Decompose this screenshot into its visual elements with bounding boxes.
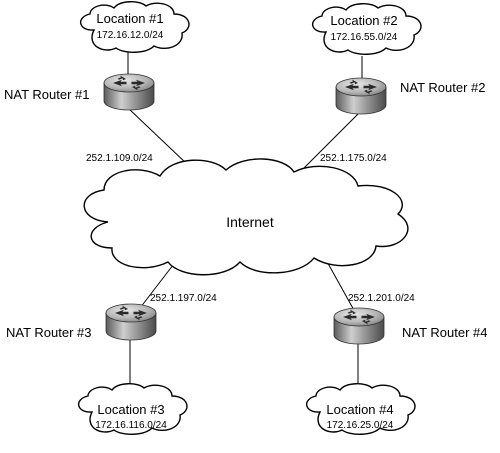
router-2-link-network: 252.1.175.0/24	[320, 153, 387, 164]
router-2-label: NAT Router #2	[400, 80, 486, 95]
location-4-cloud-shape	[306, 383, 416, 435]
router-2-icon	[335, 77, 387, 115]
router-3-icon	[105, 303, 157, 341]
location-3-cloud-shape	[78, 383, 188, 435]
location-3-subnet: 172.16.116.0/24	[95, 420, 167, 431]
internet-label: Internet	[226, 214, 274, 230]
internet-cloud-shape	[83, 158, 409, 276]
location-4-cloud: Location #4 172.16.25.0/24	[306, 383, 416, 435]
router-4-icon	[333, 307, 385, 345]
router-3-label: NAT Router #3	[6, 325, 92, 340]
location-2-cloud: Location #2 172.16.55.0/24	[312, 3, 422, 55]
location-1-subnet: 172.16.12.0/24	[97, 30, 164, 41]
location-3-cloud: Location #3 172.16.116.0/24	[78, 383, 188, 435]
router-1-icon	[103, 73, 155, 111]
location-1-cloud: Location #1 172.16.12.0/24	[80, 1, 190, 53]
router-3-link-network: 252.1.197.0/24	[150, 293, 217, 304]
internet-cloud: Internet	[83, 158, 409, 276]
link-router4-internet	[324, 257, 356, 313]
location-2-subnet: 172.16.55.0/24	[331, 32, 398, 43]
location-2-name: Location #2	[330, 13, 397, 28]
location-1-cloud-shape	[80, 1, 190, 53]
location-1-name: Location #1	[96, 11, 163, 26]
router-1-link-network: 252.1.109.0/24	[86, 153, 153, 164]
location-3-name: Location #3	[97, 402, 164, 417]
router-4-label: NAT Router #4	[402, 325, 488, 340]
location-2-cloud-shape	[312, 3, 422, 55]
location-4-name: Location #4	[326, 402, 393, 417]
router-4-link-network: 252.1.201.0/24	[348, 293, 415, 304]
location-4-subnet: 172.16.25.0/24	[327, 420, 394, 431]
router-1-label: NAT Router #1	[4, 87, 90, 102]
